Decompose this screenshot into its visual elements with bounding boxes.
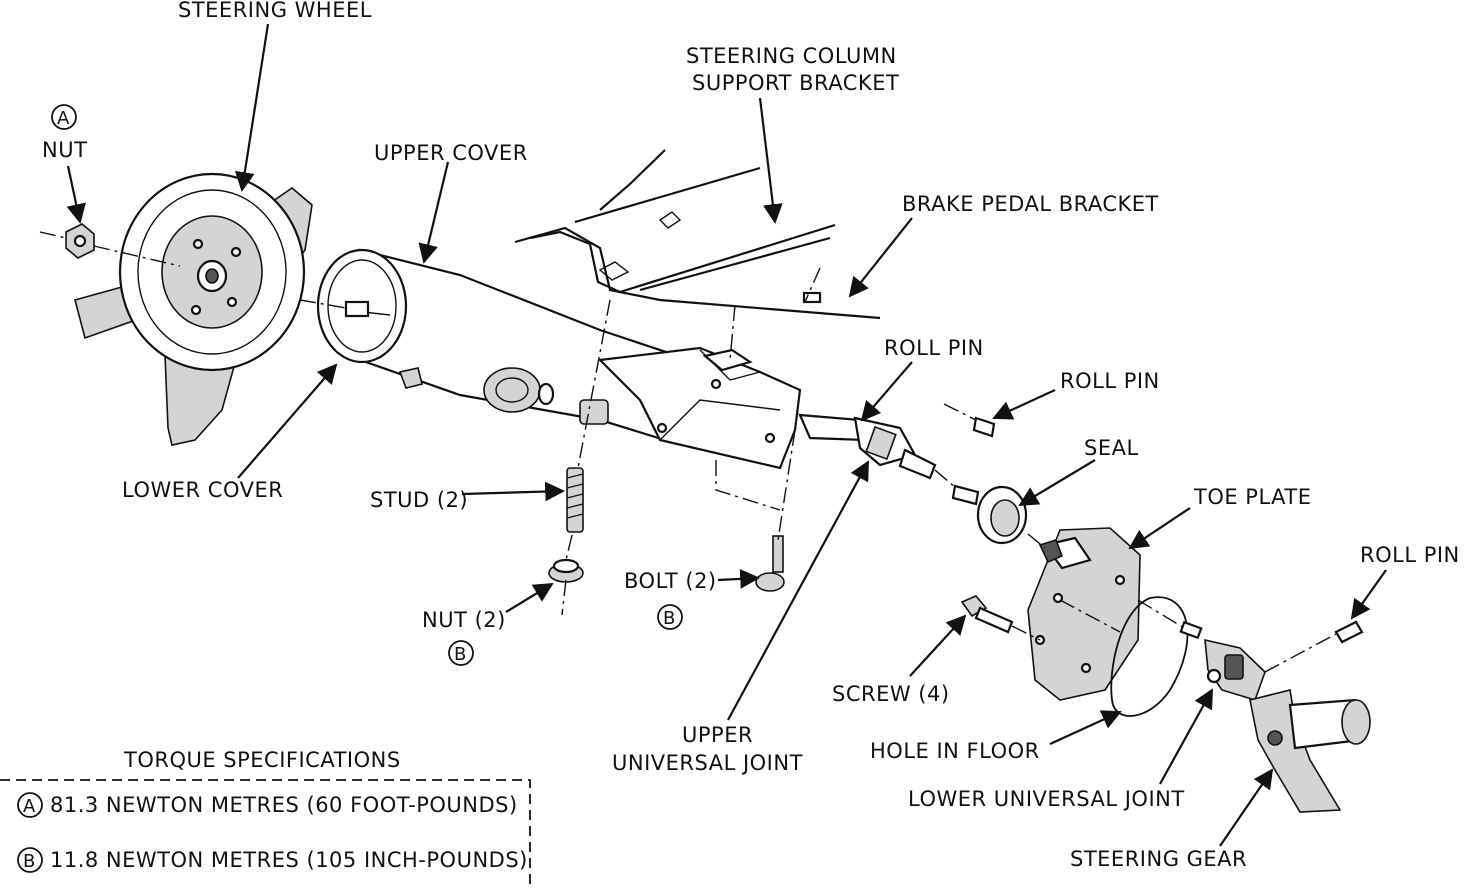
label-roll-pin-2: ROLL PIN — [1060, 369, 1160, 393]
leader-lines — [66, 23, 1387, 847]
torque-a-marker-circle — [17, 792, 43, 818]
roll-pin-1-drawing — [972, 416, 996, 438]
seal-drawing — [951, 484, 1028, 545]
nut-2-drawing — [548, 558, 584, 583]
circle-b-bolt — [657, 604, 683, 630]
label-bolt-2: BOLT (2) — [624, 569, 717, 593]
label-brake-pedal-bracket: BRAKE PEDAL BRACKET — [902, 192, 1159, 216]
label-screw: SCREW (4) — [832, 682, 950, 706]
torque-specifications: TORQUE SPECIFICATIONS A 81.3 NEWTON METR… — [0, 748, 531, 890]
label-upper-uj-1: UPPER — [682, 723, 753, 747]
label-seal: SEAL — [1084, 436, 1139, 460]
label-stud: STUD (2) — [370, 488, 468, 512]
screw-drawing — [960, 595, 1014, 634]
toe-plate-drawing — [1027, 527, 1141, 701]
label-lower-cover: LOWER COVER — [122, 478, 283, 502]
torque-a-text: 81.3 NEWTON METRES (60 FOOT-POUNDS) — [50, 793, 518, 817]
label-nut-2: NUT (2) — [422, 608, 506, 632]
stud-drawing — [566, 467, 584, 533]
upper-universal-joint-drawing — [798, 413, 937, 480]
steering-wheel-drawing — [74, 172, 313, 446]
steering-gear-drawing — [1249, 689, 1371, 813]
label-lower-universal-joint: LOWER UNIVERSAL JOINT — [908, 787, 1185, 811]
torque-b-marker-circle — [17, 847, 43, 873]
label-steering-gear: STEERING GEAR — [1070, 847, 1247, 871]
label-hole-in-floor: HOLE IN FLOOR — [870, 739, 1040, 763]
label-support-bracket-2: SUPPORT BRACKET — [692, 71, 899, 95]
circle-a-nut-letter: A — [57, 108, 70, 129]
circle-a-nut — [51, 104, 77, 130]
label-upper-uj-2: UNIVERSAL JOINT — [612, 751, 803, 775]
label-upper-cover: UPPER COVER — [374, 141, 528, 165]
callout-labels: STEERING WHEEL A NUT UPPER COVER STEERIN… — [42, 0, 1460, 871]
label-steering-wheel: STEERING WHEEL — [178, 0, 372, 22]
centerlines — [39, 231, 1337, 673]
circle-b-nut — [448, 640, 474, 666]
column-mount-bracket-drawing — [597, 346, 802, 470]
label-nut: NUT — [42, 138, 87, 162]
circle-b-bolt-letter: B — [663, 608, 676, 629]
label-support-bracket-1: STEERING COLUMN — [686, 44, 897, 68]
label-roll-pin-1: ROLL PIN — [884, 336, 984, 360]
circle-b-nut-letter: B — [454, 644, 467, 665]
label-toe-plate: TOE PLATE — [1193, 485, 1311, 509]
torque-b-text: 11.8 NEWTON METRES (105 INCH-POUNDS) — [50, 848, 528, 872]
hole-in-floor-drawing — [1110, 596, 1189, 717]
bolt-2-drawing — [755, 535, 785, 592]
torque-b-marker: B — [23, 851, 36, 872]
torque-a-marker: A — [23, 796, 36, 817]
roll-pin-2-drawing — [1334, 620, 1364, 644]
nut-a-drawing — [65, 223, 95, 259]
column-cover-drawing — [316, 248, 692, 442]
support-bracket-drawing — [514, 149, 881, 320]
torque-title: TORQUE SPECIFICATIONS — [123, 748, 401, 772]
lower-universal-joint-drawing — [1179, 620, 1266, 701]
label-roll-pin-3: ROLL PIN — [1360, 543, 1460, 567]
